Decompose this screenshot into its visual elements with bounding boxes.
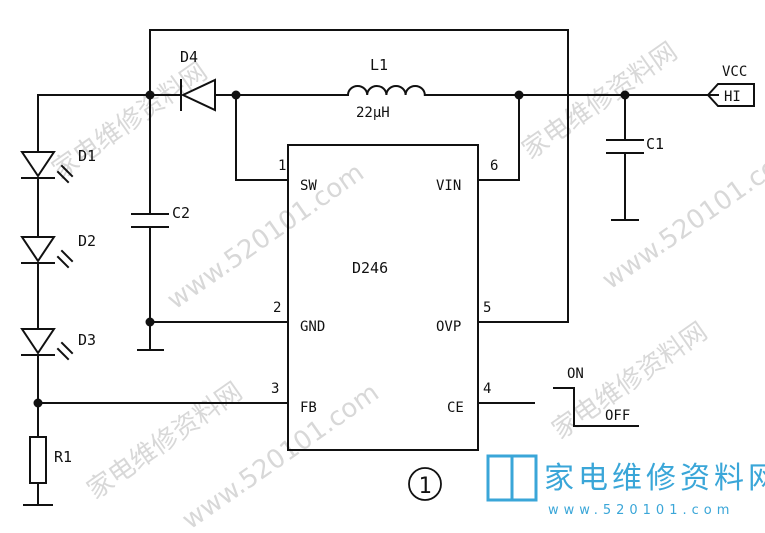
pin-number-ce: 4	[483, 381, 491, 397]
label-c2: C2	[172, 204, 190, 222]
wire-vin	[477, 94, 520, 181]
pin-name-sw: SW	[300, 178, 317, 194]
label-l1-value: 22μH	[356, 105, 390, 121]
label-d1: D1	[78, 147, 96, 165]
pin-name-fb: FB	[300, 400, 317, 416]
vcc-connector	[706, 83, 755, 107]
label-c1: C1	[646, 135, 664, 153]
pin-number-gnd: 2	[273, 300, 281, 316]
figure-number-circle	[408, 467, 442, 501]
figure-number-glyph: 1	[418, 474, 431, 499]
label-l1: L1	[370, 56, 388, 74]
label-r1: R1	[54, 448, 72, 466]
pin-number-ovp: 5	[483, 300, 491, 316]
wire-top-loop	[149, 29, 569, 323]
label-d2: D2	[78, 232, 96, 250]
watermark-layer: 家电维修资料网 www.520101.com 家电维修资料网 www.52010…	[47, 37, 765, 533]
label-hi: HI	[724, 89, 741, 105]
inductor-l1	[346, 85, 426, 97]
led-d1	[20, 151, 74, 184]
led-d3	[20, 328, 74, 361]
site-logo: 家电维修资料网 www.520101.com	[486, 454, 765, 518]
pin-number-fb: 3	[271, 381, 279, 397]
wire-sw	[235, 94, 289, 181]
label-on: ON	[567, 366, 584, 382]
watermark-cn: 家电维修资料网	[47, 57, 213, 186]
watermark-url: www.520101.com	[597, 138, 765, 296]
junction-dots	[33, 90, 630, 408]
label-off: OFF	[605, 408, 630, 424]
watermark-url: www.520101.com	[162, 158, 370, 316]
label-vcc: VCC	[722, 64, 747, 80]
pin-name-gnd: GND	[300, 319, 325, 335]
ic-body	[287, 144, 479, 451]
led-d2	[20, 236, 74, 269]
switch-indicator	[553, 387, 639, 427]
label-d3: D3	[78, 331, 96, 349]
resistor-r1	[29, 436, 47, 484]
pin-number-vin: 6	[490, 158, 498, 174]
diode-d4	[180, 78, 216, 112]
logo-title: 家电维修资料网	[544, 461, 765, 496]
label-d4: D4	[180, 48, 198, 66]
chip-name: D246	[352, 259, 388, 277]
pin-number-sw: 1	[278, 158, 286, 174]
pin-name-vin: VIN	[436, 178, 461, 194]
logo-url: www.520101.com	[548, 503, 734, 518]
pin-name-ce: CE	[447, 400, 464, 416]
pin-name-ovp: OVP	[436, 319, 461, 335]
